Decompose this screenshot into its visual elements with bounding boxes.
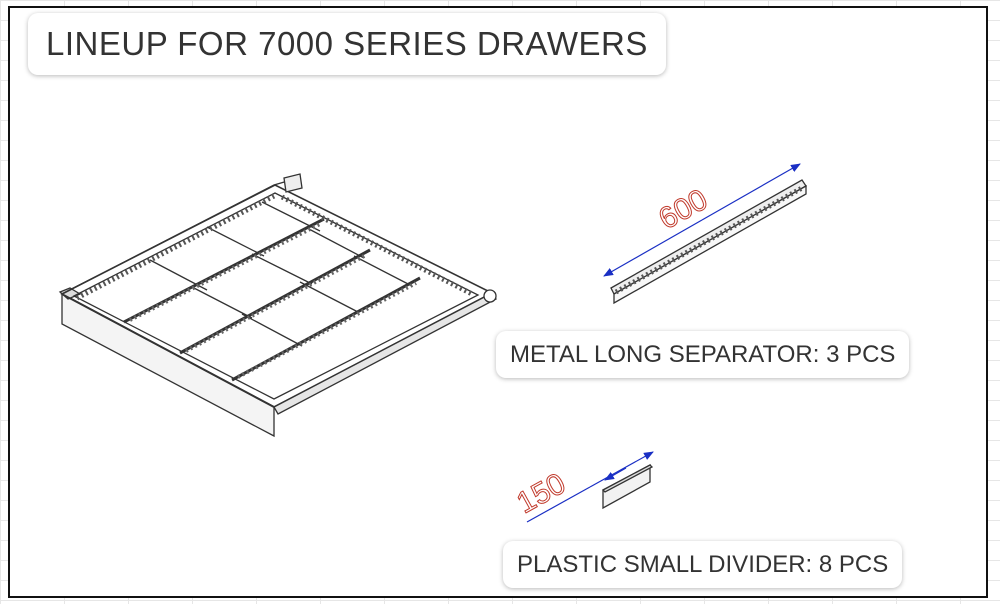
dimension-600-arrow (603, 163, 801, 277)
dimension-150-arrow (526, 451, 654, 523)
dimension-150-label: 150 (511, 467, 571, 520)
plastic-divider-label: PLASTIC SMALL DIVIDER: 8 PCS (503, 541, 903, 588)
diagram-frame: 600 150 (8, 6, 988, 598)
page-title: LINEUP FOR 7000 SERIES DRAWERS (28, 13, 666, 75)
metal-separator-illustration (610, 179, 807, 305)
plastic-divider-illustration (601, 463, 654, 510)
drawer-illustration (58, 173, 497, 438)
dimension-600-label: 600 (653, 183, 713, 236)
drawing-canvas: 600 150 (58, 163, 807, 523)
metal-separator-label: METAL LONG SEPARATOR: 3 PCS (496, 331, 910, 378)
